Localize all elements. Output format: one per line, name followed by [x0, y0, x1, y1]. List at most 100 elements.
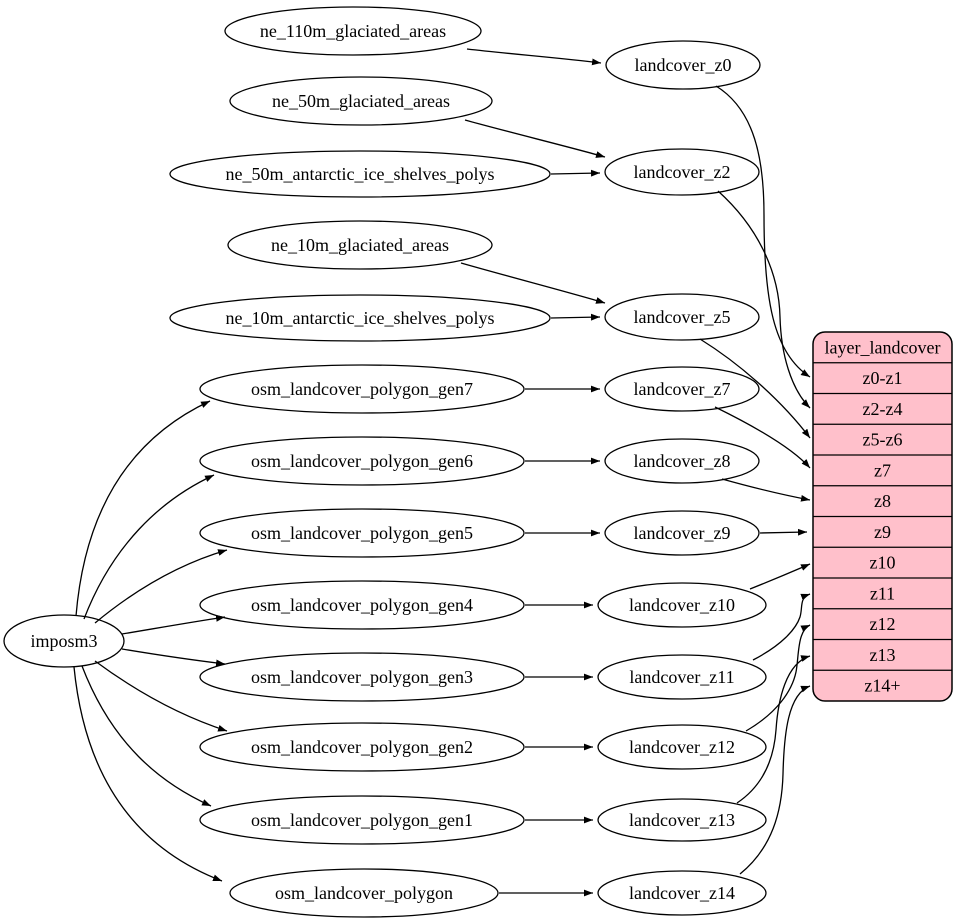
node-shape-osm_landcover_polygon_gen1 [199, 795, 525, 845]
node-osm_landcover_polygon_gen5: osm_landcover_polygon_gen5 [199, 508, 525, 558]
edge-ne_50m_antarctic_ice_shelves_polys-to-landcover_z2 [550, 169, 601, 177]
node-shape-imposm3 [3, 614, 125, 668]
table-row-z2-z4: z2-z4 [863, 399, 903, 419]
node-imposm3: imposm3 [3, 614, 125, 668]
node-ne_50m_glaciated_areas: ne_50m_glaciated_areas [229, 76, 493, 126]
node-label-landcover_z11: landcover_z11 [629, 667, 734, 687]
edge-landcover_z9-to-layer_landcover-z9 [759, 528, 808, 536]
node-osm_landcover_polygon_gen6: osm_landcover_polygon_gen6 [199, 436, 525, 486]
node-osm_landcover_polygon_gen7: osm_landcover_polygon_gen7 [199, 364, 525, 414]
node-shape-osm_landcover_polygon_gen7 [199, 364, 525, 414]
table-row-z11: z11 [870, 583, 895, 603]
table-row-z8: z8 [874, 491, 891, 511]
node-shape-osm_landcover_polygon [229, 868, 499, 918]
table-layer_landcover: layer_landcoverz0-z1z2-z4z5-z6z7z8z9z10z… [812, 331, 953, 702]
node-shape-landcover_z9 [604, 510, 760, 556]
node-landcover_z8: landcover_z8 [604, 438, 760, 484]
table-row-z10: z10 [870, 553, 896, 573]
node-label-osm_landcover_polygon_gen2: osm_landcover_polygon_gen2 [251, 737, 473, 757]
node-label-osm_landcover_polygon_gen3: osm_landcover_polygon_gen3 [251, 667, 473, 687]
edge-imposm3-to-osm_landcover_polygon [73, 666, 223, 882]
table-row-z14+: z14+ [864, 676, 900, 696]
node-landcover_z12: landcover_z12 [597, 724, 767, 770]
node-shape-osm_landcover_polygon_gen3 [199, 652, 525, 702]
node-shape-landcover_z7 [604, 366, 760, 412]
node-label-ne_110m_glaciated_areas: ne_110m_glaciated_areas [260, 21, 446, 41]
node-label-ne_10m_antarctic_ice_shelves_polys: ne_10m_antarctic_ice_shelves_polys [226, 308, 495, 328]
table-row-z0-z1: z0-z1 [863, 368, 903, 388]
edge-imposm3-to-osm_landcover_polygon_gen7 [75, 400, 211, 617]
node-shape-ne_110m_glaciated_areas [224, 6, 482, 56]
node-label-landcover_z8: landcover_z8 [634, 451, 731, 471]
node-landcover_z2: landcover_z2 [604, 148, 760, 196]
edge-imposm3-to-osm_landcover_polygon_gen3 [121, 648, 226, 667]
node-osm_landcover_polygon_gen3: osm_landcover_polygon_gen3 [199, 652, 525, 702]
edge-landcover_z7-to-layer_landcover-z7 [714, 406, 811, 469]
node-osm_landcover_polygon: osm_landcover_polygon [229, 868, 499, 918]
node-label-landcover_z13: landcover_z13 [629, 810, 735, 830]
edge-landcover_z0-to-layer_landcover-z0-z1 [715, 85, 811, 378]
edge-landcover_z14-to-layer_landcover-z14+ [739, 685, 811, 875]
node-shape-osm_landcover_polygon_gen2 [199, 722, 525, 772]
table-row-z13: z13 [870, 645, 896, 665]
node-label-landcover_z12: landcover_z12 [629, 737, 735, 757]
edge-imposm3-to-osm_landcover_polygon_gen2 [94, 660, 228, 732]
node-label-landcover_z7: landcover_z7 [634, 379, 731, 399]
node-shape-osm_landcover_polygon_gen6 [199, 436, 525, 486]
node-label-osm_landcover_polygon_gen5: osm_landcover_polygon_gen5 [251, 523, 473, 543]
node-landcover_z0: landcover_z0 [605, 40, 761, 90]
node-label-landcover_z10: landcover_z10 [629, 595, 735, 615]
table-row-z12: z12 [870, 614, 896, 634]
node-ne_10m_glaciated_areas: ne_10m_glaciated_areas [227, 220, 493, 270]
node-landcover_z11: landcover_z11 [597, 654, 767, 700]
edge-landcover_z5-to-layer_landcover-z5-z6 [699, 338, 811, 439]
node-shape-landcover_z10 [597, 582, 767, 628]
edge-landcover_z11-to-layer_landcover-z11 [752, 593, 811, 661]
node-landcover_z14: landcover_z14 [597, 870, 767, 916]
node-label-landcover_z14: landcover_z14 [629, 883, 735, 903]
node-osm_landcover_polygon_gen4: osm_landcover_polygon_gen4 [199, 580, 525, 630]
node-shape-osm_landcover_polygon_gen4 [199, 580, 525, 630]
node-label-ne_50m_glaciated_areas: ne_50m_glaciated_areas [272, 91, 450, 111]
edge-landcover_z8-to-layer_landcover-z8 [721, 478, 811, 502]
edge-landcover_z2-to-layer_landcover-z2-z4 [717, 190, 811, 409]
node-shape-landcover_z12 [597, 724, 767, 770]
edge-ne_50m_glaciated_areas-to-landcover_z2 [464, 119, 606, 158]
edge-imposm3-to-osm_landcover_polygon_gen1 [81, 665, 212, 807]
edge-ne_10m_glaciated_areas-to-landcover_z5 [460, 262, 606, 304]
node-label-ne_10m_glaciated_areas: ne_10m_glaciated_areas [271, 235, 449, 255]
node-label-imposm3: imposm3 [30, 631, 97, 651]
node-osm_landcover_polygon_gen2: osm_landcover_polygon_gen2 [199, 722, 525, 772]
node-label-landcover_z2: landcover_z2 [634, 162, 731, 182]
node-shape-landcover_z2 [604, 148, 760, 196]
node-shape-landcover_z14 [597, 870, 767, 916]
node-label-osm_landcover_polygon: osm_landcover_polygon [275, 883, 453, 903]
node-shape-osm_landcover_polygon_gen5 [199, 508, 525, 558]
node-label-landcover_z9: landcover_z9 [634, 523, 731, 543]
node-shape-ne_10m_glaciated_areas [227, 220, 493, 270]
node-ne_10m_antarctic_ice_shelves_polys: ne_10m_antarctic_ice_shelves_polys [169, 294, 551, 342]
edge-imposm3-to-osm_landcover_polygon_gen5 [94, 549, 228, 624]
edge-ne_10m_antarctic_ice_shelves_polys-to-landcover_z5 [550, 313, 601, 321]
node-label-osm_landcover_polygon_gen7: osm_landcover_polygon_gen7 [251, 379, 473, 399]
node-label-osm_landcover_polygon_gen4: osm_landcover_polygon_gen4 [251, 595, 473, 615]
node-landcover_z13: landcover_z13 [597, 798, 767, 842]
node-landcover_z9: landcover_z9 [604, 510, 760, 556]
edge-imposm3-to-osm_landcover_polygon_gen4 [121, 614, 226, 635]
node-ne_110m_glaciated_areas: ne_110m_glaciated_areas [224, 6, 482, 56]
edge-ne_110m_glaciated_areas-to-landcover_z0 [466, 48, 602, 66]
node-landcover_z10: landcover_z10 [597, 582, 767, 628]
node-shape-landcover_z8 [604, 438, 760, 484]
edge-landcover_z12-to-layer_landcover-z12 [745, 624, 811, 732]
node-label-ne_50m_antarctic_ice_shelves_polys: ne_50m_antarctic_ice_shelves_polys [226, 164, 495, 184]
node-label-landcover_z0: landcover_z0 [635, 55, 732, 75]
table-row-z5-z6: z5-z6 [863, 430, 903, 450]
table-row-z9: z9 [874, 522, 891, 542]
node-shape-ne_50m_antarctic_ice_shelves_polys [169, 150, 551, 198]
node-label-osm_landcover_polygon_gen1: osm_landcover_polygon_gen1 [251, 810, 473, 830]
node-shape-ne_50m_glaciated_areas [229, 76, 493, 126]
node-label-landcover_z5: landcover_z5 [634, 307, 731, 327]
node-shape-landcover_z13 [597, 798, 767, 842]
